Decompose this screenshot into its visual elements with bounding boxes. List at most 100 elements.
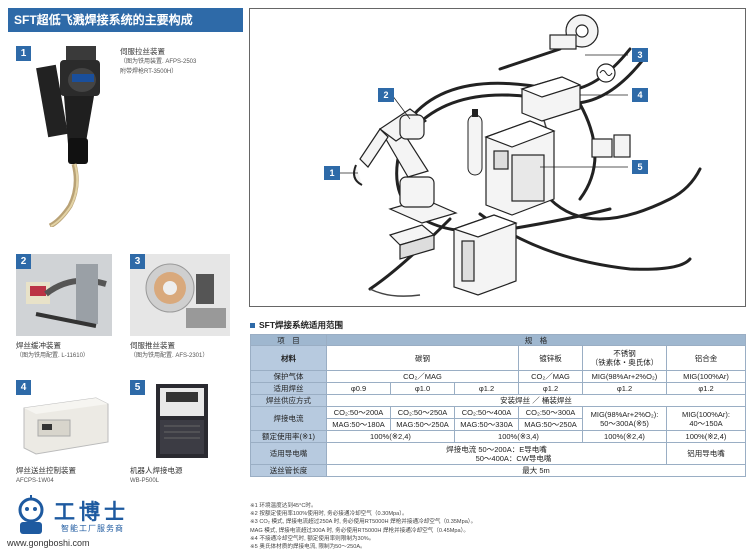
cell-wire-5: φ1.2	[582, 382, 667, 395]
table-row-current-co2: 焊接电流 CO₂:50〜200A CO₂:50〜250A CO₂:50〜400A…	[250, 406, 746, 431]
photo-servo-push-feeder: 3	[130, 254, 230, 336]
photo-power-source: 5	[130, 380, 230, 460]
cell-current-aluminium: MIG(100%Ar): 40〜150A	[666, 406, 746, 431]
watermark: 工博士 智能工厂服务商 www.gongboshi.com	[4, 492, 164, 554]
caption-1-sub1: （图为铁用装置. AFPS-2503	[120, 59, 197, 65]
note-5: ※5 奥氏体材质的焊接电流, 限制为50〜250A。	[250, 544, 366, 551]
caption-4-sub1: AFCPS-1W04	[16, 478, 54, 484]
note-1: ※1 环境温度达到45°C时。	[250, 503, 317, 509]
system-diagram-drawing	[353, 14, 702, 297]
header-spec: 规 格	[326, 334, 746, 346]
caption-3-name: 伺服推丝装置	[130, 341, 175, 350]
note-3: ※3 CO₂ 模式, 焊接电流超过250A 时, 务必使用RT5000H 焊枪并…	[250, 519, 477, 526]
cell-duty-aluminium: 100%(※2,4)	[666, 430, 746, 443]
cell-gas-stainless: MIG(98%Ar+2%O₂)	[582, 370, 667, 383]
system-diagram: 1 2 3 4 5	[249, 8, 746, 307]
table-title: SFT焊接系统适用范围	[250, 319, 343, 331]
bullet-square	[250, 323, 255, 329]
caption-3: 伺服推丝装置 （图为铁用配置. AFS-2301）	[130, 341, 245, 361]
table-row-cable: 送丝管长度 最大 5m	[250, 464, 746, 477]
callout-leaders	[340, 54, 628, 174]
badge-4: 4	[16, 380, 31, 395]
watermark-subtitle: 智能工厂服务商	[61, 524, 124, 533]
power-source-illustration	[156, 384, 208, 458]
caption-4: 焊丝送丝控制装置 AFCPS-1W04	[16, 466, 126, 486]
caption-4-name: 焊丝送丝控制装置	[16, 466, 76, 475]
cell-wire-1: φ0.9	[326, 382, 391, 395]
badge-3: 3	[130, 254, 145, 269]
tip-line-2: 50〜400A：CW导电嘴	[475, 453, 552, 463]
torch-illustration	[36, 46, 100, 227]
cell-mag-1: MAG:50〜180A	[326, 418, 391, 431]
row-label-gas: 保护气体	[250, 370, 327, 383]
table-row-current-mag: MAG:50〜180A MAG:50〜250A MAG:50〜330A MAG:…	[251, 418, 746, 431]
cell-co2-3: CO₂:50〜400A	[454, 406, 519, 419]
header-item: 项 目	[250, 334, 327, 346]
caption-5: 机器人焊接电源 WB-P500L	[130, 466, 245, 486]
cell-wire-4: φ1.2	[518, 382, 583, 395]
caption-1-name: 伺服拉丝装置	[120, 47, 165, 56]
cell-duty-stainless: 100%(※2,4)	[582, 430, 667, 443]
row-label-cable: 送丝管长度	[250, 464, 327, 477]
cell-duty-mid: 100%(※3,4)	[454, 430, 583, 443]
footnotes: ※1 环境温度达到45°C时。 ※2 按额定使用率100%使用时, 务必接通冷却…	[250, 502, 745, 551]
caption-2-sub1: （图为铁用配置. L-11610）	[16, 353, 89, 359]
caption-1: 伺服拉丝装置 （图为铁用装置. AFPS-2503 附带焊枪RT-3500H）	[120, 47, 245, 77]
photo-feed-control-unit: 4	[16, 380, 112, 460]
table-row-wire: 适用焊丝 φ0.9 φ1.0 φ1.2 φ1.2 φ1.2 φ1.2	[250, 382, 746, 395]
cell-current-stainless: MIG(98%Ar+2%O₂): 50〜300A(※5)	[582, 406, 667, 431]
cell-carbon-steel: 碳钢	[326, 345, 519, 371]
cell-mag-4: MAG:50〜250A	[518, 418, 583, 431]
row-label-wire: 适用焊丝	[250, 382, 327, 395]
cell-tip-left: 焊接电流 50〜200A：E导电嘴 50〜400A：CW导电嘴	[326, 442, 667, 465]
cell-mag-3: MAG:50〜330A	[454, 418, 519, 431]
cell-gas-carbon: CO₂／MAG	[326, 370, 519, 383]
callout-3: 3	[632, 48, 648, 62]
callout-4: 4	[632, 88, 648, 102]
section-header: SFT超低飞溅焊接系统的主要构成	[8, 8, 243, 32]
cell-stainless: 不锈钢 （铁素体・奥氏体）	[582, 345, 667, 371]
row-label-tip: 适用导电嘴	[250, 442, 327, 465]
buffer-illustration	[16, 254, 112, 336]
badge-2: 2	[16, 254, 31, 269]
cell-gas-aluminium: MIG(100%Ar)	[666, 370, 746, 383]
row-label-duty: 额定使用率(※1)	[250, 430, 327, 443]
caption-3-sub1: （图为铁用配置. AFS-2301）	[130, 353, 209, 359]
cell-co2-2: CO₂:50〜250A	[390, 406, 455, 419]
caption-2: 焊丝缓冲装置 （图为铁用配置. L-11610）	[16, 341, 126, 361]
caption-5-sub1: WB-P500L	[130, 478, 160, 484]
table-row-tip: 适用导电嘴 焊接电流 50〜200A：E导电嘴 50〜400A：CW导电嘴 铝用…	[250, 442, 746, 465]
cell-wire-2: φ1.0	[390, 382, 455, 395]
cell-aluminium: 铝合金	[666, 345, 746, 371]
cell-mag-2: MAG:50〜250A	[390, 418, 455, 431]
control-unit-illustration	[23, 397, 109, 455]
robot-logo-icon	[18, 495, 44, 534]
callout-2: 2	[378, 88, 394, 102]
cell-duty-left: 100%(※2,4)	[326, 430, 455, 443]
caption-2-name: 焊丝缓冲装置	[16, 341, 61, 350]
row-label-current: 焊接电流	[250, 406, 327, 431]
badge-1: 1	[16, 46, 31, 61]
table-row-material: 材料 碳钢 镀锌板 不锈钢 （铁素体・奥氏体） 铝合金	[250, 345, 746, 371]
table-row-duty: 额定使用率(※1) 100%(※2,4) 100%(※3,4) 100%(※2,…	[250, 430, 746, 443]
caption-1-sub2: 附带焊枪RT-3500H）	[120, 69, 178, 75]
spec-table: 项 目 规 格 材料 碳钢 镀锌板 不锈钢 （铁素体・奥氏体） 铝合金 保护气体…	[250, 334, 746, 477]
note-3b: MAG 模式, 焊接电流超过300A 时, 务必使用RT5000H 焊枪并接通冷…	[250, 527, 470, 534]
tip-line-1: 焊接电流 50〜200A：E导电嘴	[446, 444, 547, 454]
row-label-feed: 焊丝供应方式	[250, 394, 327, 407]
note-2: ※2 按额定使用率100%使用时, 务必接通冷却空气（0.30Mpa）。	[250, 511, 408, 518]
watermark-title: 工博士	[54, 501, 129, 524]
cell-tip-right: 铝用导电嘴	[666, 442, 746, 465]
badge-5: 5	[130, 380, 145, 395]
table-title-text: SFT焊接系统适用范围	[259, 320, 344, 330]
note-4: ※4 不接通冷却空气时, 额定使用率则限制为30%。	[250, 535, 375, 542]
table-header-row: 项 目 规 格	[250, 334, 746, 346]
cell-wire-3: φ1.2	[454, 382, 519, 395]
push-feeder-illustration	[130, 254, 230, 336]
callout-5: 5	[632, 160, 648, 174]
cell-cable: 最大 5m	[326, 464, 746, 477]
cell-galvanized: 镀锌板	[518, 345, 583, 371]
table-row-feed: 焊丝供应方式 安装焊丝 ／ 桶装焊丝	[250, 394, 746, 407]
cell-feed: 安装焊丝 ／ 桶装焊丝	[326, 394, 746, 407]
caption-5-name: 机器人焊接电源	[130, 466, 183, 475]
